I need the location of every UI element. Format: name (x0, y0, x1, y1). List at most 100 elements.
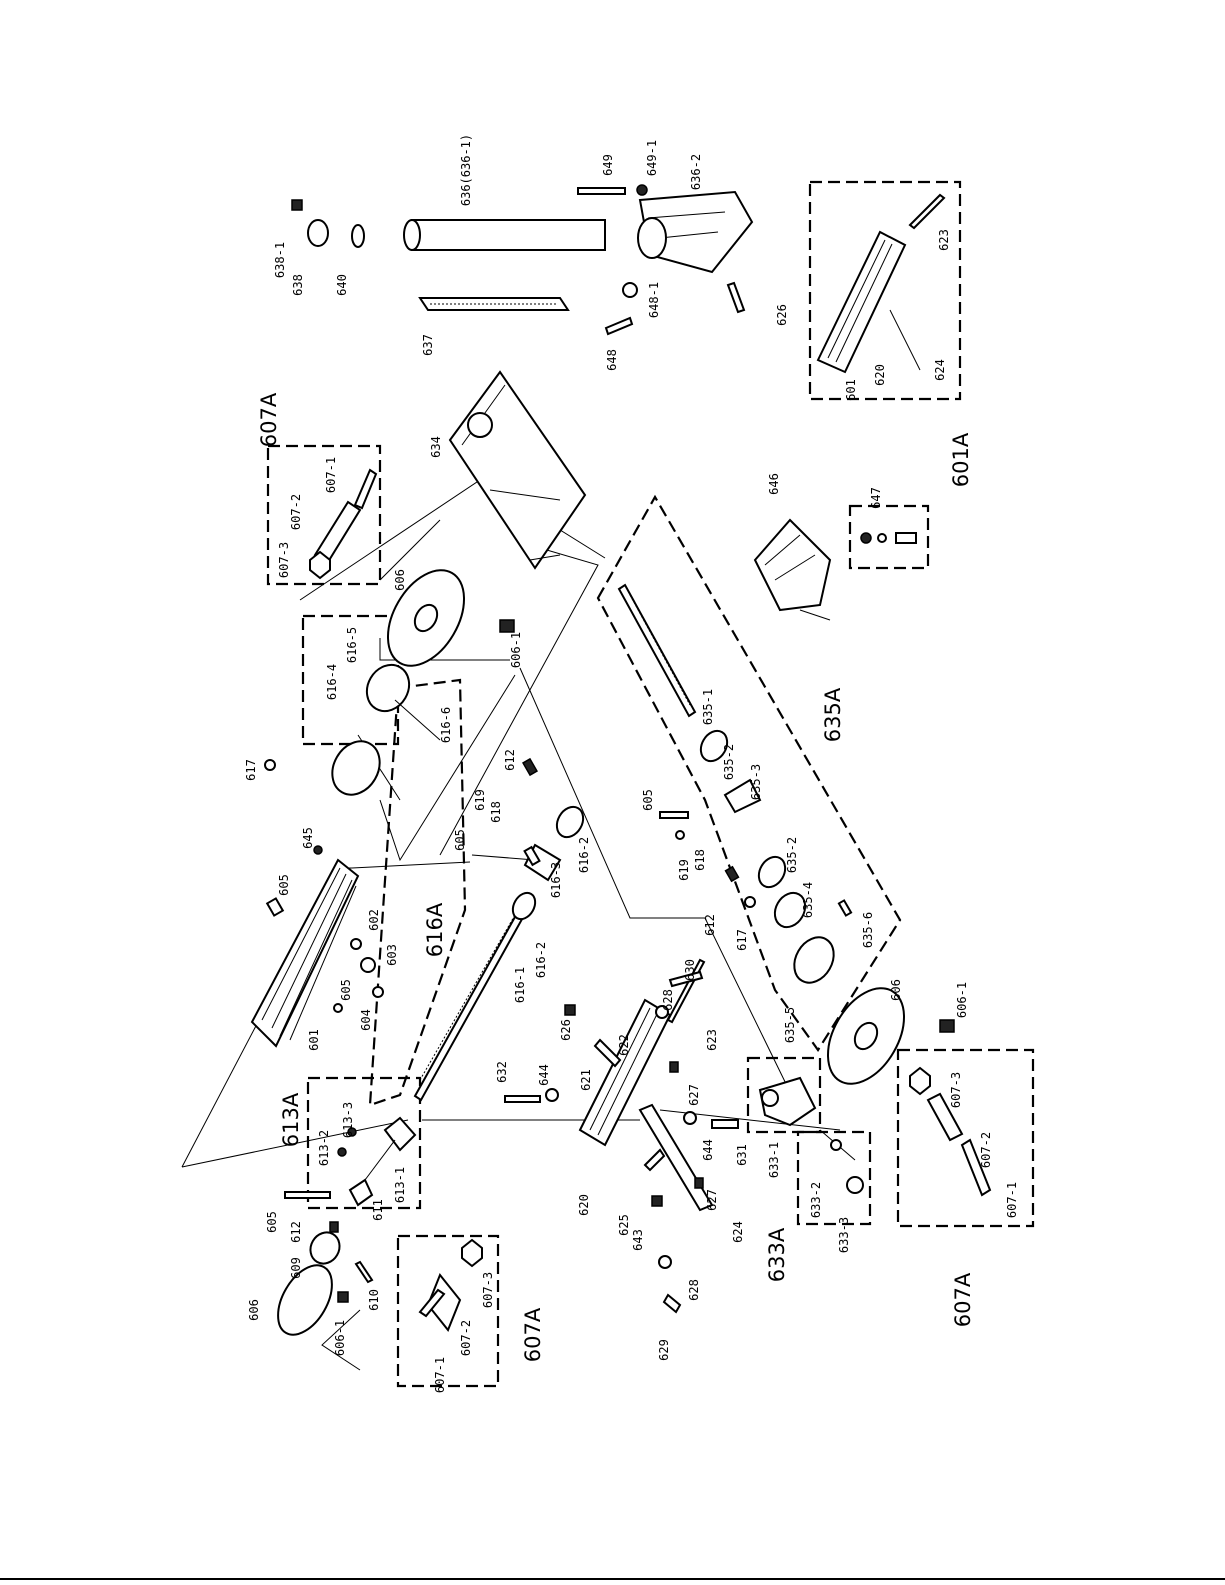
part-label-644b: 644 (701, 1139, 715, 1161)
group-label-613A: 613A (279, 1092, 303, 1147)
part-label-613-3: 613-3 (341, 1102, 355, 1138)
part-label-607-2a: 607-2 (289, 494, 303, 530)
part-label-606b: 606 (889, 979, 903, 1001)
group-label-607A-right: 607A (951, 1272, 975, 1327)
leadscrew-635-1 (617, 583, 697, 718)
part-label-605c: 605 (453, 829, 467, 851)
part-label-635-4: 635-4 (801, 882, 815, 918)
group-label-607A-top: 607A (257, 392, 281, 447)
part-label-626b: 626 (559, 1019, 573, 1041)
part-label-604: 604 (359, 1009, 373, 1031)
box-616A (368, 678, 467, 1107)
part-label-607-1a: 607-1 (324, 457, 338, 493)
part-label-612c: 612 (289, 1221, 303, 1243)
part-label-619a: 619 (473, 789, 487, 811)
part-label-610: 610 (367, 1289, 381, 1311)
part-label-616-5: 616-5 (345, 627, 359, 663)
group-label-601A: 601A (949, 432, 973, 487)
bracket-633-1 (758, 1076, 817, 1127)
group-label-633A: 633A (765, 1227, 789, 1282)
part-label-628a: 628 (661, 989, 675, 1011)
table-601 (250, 858, 360, 1048)
part-label-619b: 619 (677, 859, 691, 881)
part-label-646: 646 (767, 473, 781, 495)
part-label-601a: 601 (307, 1029, 321, 1051)
part-label-628b: 628 (687, 1279, 701, 1301)
part-label-633-2: 633-2 (809, 1182, 823, 1218)
part-label-605a: 605 (277, 874, 291, 896)
part-label-612b: 612 (703, 914, 717, 936)
box-635A (596, 494, 902, 1052)
part-label-607-1c: 607-1 (433, 1357, 447, 1393)
part-label-605e: 605 (265, 1211, 279, 1233)
part-label-607-2b: 607-2 (979, 1132, 993, 1168)
part-label-617a: 617 (244, 759, 258, 781)
part-label-643: 643 (631, 1229, 645, 1251)
box-633A-lower (796, 1130, 872, 1226)
part-label-616-3: 616-3 (549, 862, 563, 898)
base-636-2 (637, 190, 754, 274)
part-label-627b: 627 (705, 1189, 719, 1211)
part-number-labels: 645605602603605604601605619618612616-361… (244, 134, 1019, 1393)
part-label-617b: 617 (735, 929, 749, 951)
part-label-629: 629 (657, 1339, 671, 1361)
part-label-618b: 618 (693, 849, 707, 871)
part-label-616-6: 616-6 (439, 707, 453, 743)
part-label-638-1: 638-1 (273, 242, 287, 278)
group-label-607A-left: 607A (521, 1307, 545, 1362)
part-label-616-2b: 616-2 (534, 942, 548, 978)
part-label-616-2a: 616-2 (577, 837, 591, 873)
part-label-609: 609 (289, 1257, 303, 1279)
part-label-648-1: 648-1 (647, 282, 661, 318)
parts (250, 184, 992, 1336)
part-label-648: 648 (605, 349, 619, 371)
part-label-624b: 624 (731, 1221, 745, 1243)
part-label-616-4: 616-4 (325, 664, 339, 700)
part-label-645: 645 (301, 827, 315, 849)
part-label-603: 603 (385, 944, 399, 966)
part-label-620b: 620 (577, 1194, 591, 1216)
part-label-624a: 624 (933, 359, 947, 381)
part-label-637: 637 (421, 334, 435, 356)
part-label-634: 634 (429, 436, 443, 458)
part-label-606c: 606 (247, 1299, 261, 1321)
box-607A-left (396, 1234, 500, 1388)
part-label-635-1: 635-1 (701, 689, 715, 725)
box-607A-right (896, 1048, 1035, 1228)
box-633A (746, 1056, 822, 1134)
box-647 (848, 504, 930, 570)
part-label-606-1b: 606-1 (955, 982, 969, 1018)
column-636 (411, 219, 606, 251)
part-label-631: 631 (735, 1144, 749, 1166)
part-label-613-2: 613-2 (317, 1130, 331, 1166)
part-label-635-6: 635-6 (861, 912, 875, 948)
part-label-649: 649 (601, 154, 615, 176)
part-label-621: 621 (579, 1069, 593, 1091)
part-label-607-2c: 607-2 (459, 1320, 473, 1356)
part-label-611: 611 (371, 1199, 385, 1221)
page-bottom-rule (0, 1578, 1225, 1580)
vise-646 (753, 518, 832, 621)
part-label-627a: 627 (687, 1084, 701, 1106)
part-label-605d: 605 (641, 789, 655, 811)
part-label-601b: 601 (844, 379, 858, 401)
part-label-620a: 620 (873, 364, 887, 386)
part-label-630: 630 (683, 959, 697, 981)
box-601A (808, 180, 962, 401)
part-label-632: 632 (495, 1061, 509, 1083)
handwheel-606-left (277, 1264, 333, 1336)
part-label-623a: 623 (937, 229, 951, 251)
part-label-635-3: 635-3 (749, 764, 763, 800)
part-label-622: 622 (617, 1034, 631, 1056)
part-label-647: 647 (869, 487, 883, 509)
part-label-607-3b: 607-3 (949, 1072, 963, 1108)
part-label-644a: 644 (537, 1064, 551, 1086)
part-label-606-1c: 606-1 (333, 1320, 347, 1356)
part-label-606-1a: 606-1 (509, 632, 523, 668)
part-label-636: 636(636-1) (459, 134, 473, 206)
part-label-635-2a: 635-2 (722, 744, 736, 780)
part-label-605b: 605 (339, 979, 353, 1001)
part-label-602: 602 (367, 909, 381, 931)
